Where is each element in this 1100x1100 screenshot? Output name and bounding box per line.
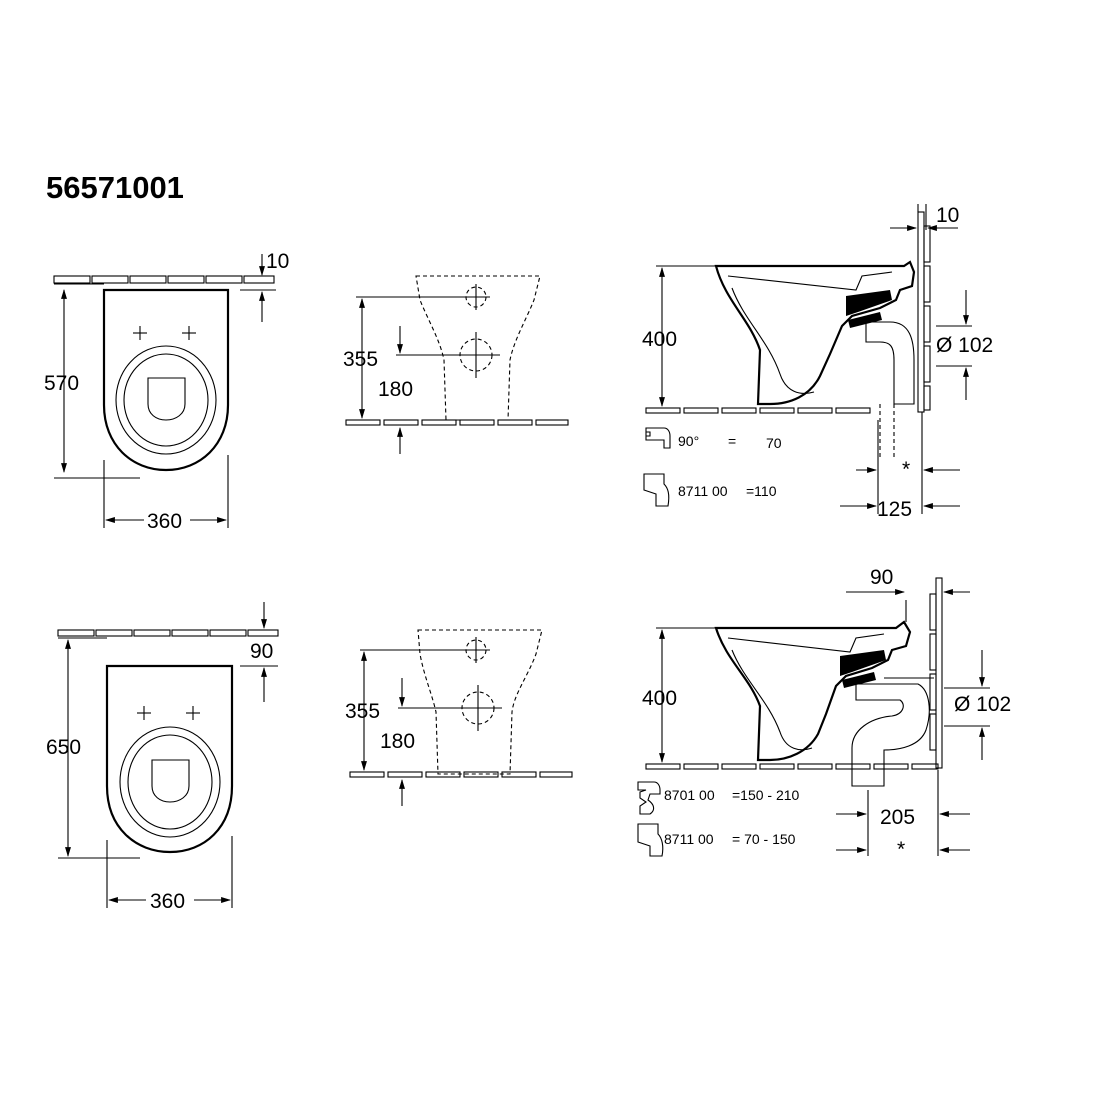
- bottom-bowl-outline: [105, 664, 234, 854]
- top-fitting-1-icon: [645, 427, 671, 449]
- bottom-bowl-opening: [151, 759, 190, 803]
- bottom-side-height-label: 400: [642, 687, 677, 710]
- bottom-fitting-1-code: 8701 00: [664, 787, 715, 803]
- top-bowl-outline: [102, 288, 230, 472]
- top-side-wall: [917, 211, 931, 413]
- bottom-plan-view: 650 360 90: [46, 602, 279, 913]
- bottom-width-label: 360: [150, 890, 185, 913]
- bottom-front-180-label: 180: [380, 730, 415, 753]
- bottom-plan-gap-label: 90: [250, 640, 273, 663]
- top-side-height-label: 400: [642, 328, 677, 351]
- top-fitting-2-icon: [643, 473, 670, 507]
- bottom-side-floor: [645, 763, 939, 770]
- top-side-gap-label: 10: [936, 204, 959, 227]
- top-side-offset-label: 125: [877, 498, 912, 521]
- bottom-fitting-2-code: 8711 00: [664, 831, 714, 847]
- top-side-diameter-label: Ø 102: [936, 334, 993, 357]
- bottom-fitting-1-value: =150 - 210: [732, 787, 800, 803]
- bottom-front-355-label: 355: [345, 700, 380, 723]
- bottom-front-floor: [349, 771, 573, 778]
- top-fitting-2-value: =110: [746, 483, 777, 499]
- bottom-seat-outer: [119, 726, 221, 838]
- top-front-outlet-mark: [452, 332, 500, 378]
- bottom-side-diameter-label: Ø 102: [954, 693, 1011, 716]
- bottom-depth-label: 650: [46, 736, 81, 759]
- top-plan-wall: [53, 275, 275, 284]
- bottom-side-asterisk: *: [897, 838, 905, 861]
- top-fitting-1-angle: 90°: [678, 433, 699, 449]
- top-side-floor: [645, 407, 871, 414]
- top-front-outline: [415, 275, 541, 421]
- bottom-fitting-2-icon: [637, 823, 664, 857]
- bottom-seat-inner: [127, 734, 213, 830]
- bottom-side-outlet-pipe: [851, 683, 930, 787]
- bottom-fixing-holes: [137, 706, 200, 720]
- top-side-asterisk: *: [902, 458, 910, 481]
- bottom-front-inlet-mark: [462, 637, 490, 663]
- bottom-side-view: 400 90 Ø 102 205 * 8701 00 =150 - 210 87…: [637, 566, 1011, 861]
- bottom-side-bowl-outline: [714, 620, 912, 762]
- bottom-side-offset-label: 205: [880, 806, 915, 829]
- top-fitting-1-eq: =: [728, 433, 736, 449]
- top-front-inlet-mark: [462, 284, 490, 310]
- bottom-front-view: 355 180: [345, 629, 573, 806]
- top-fitting-2-code: 8711 00: [678, 483, 728, 499]
- bottom-front-outline: [417, 629, 543, 775]
- bottom-fitting-2-value: = 70 - 150: [732, 831, 796, 847]
- model-number: 56571001: [46, 170, 184, 205]
- top-seat-outer: [115, 345, 217, 455]
- bottom-fitting-1-icon: [637, 781, 661, 815]
- top-plan-gap-label: 10: [266, 250, 289, 273]
- bottom-side-gap-label: 90: [870, 566, 893, 589]
- top-side-view: 400 10 Ø 102 * 125 90° = 70 8711 00 =110: [642, 204, 993, 521]
- top-fitting-1-value: 70: [766, 435, 782, 451]
- bottom-plan-wall: [57, 629, 279, 637]
- top-front-view: 355 180: [343, 275, 569, 454]
- top-bowl-opening: [147, 377, 186, 421]
- top-side-outlet-pipe: [865, 321, 915, 405]
- top-front-180-label: 180: [378, 378, 413, 401]
- bottom-front-outlet-mark: [454, 685, 502, 731]
- bottom-side-wall: [929, 577, 943, 769]
- top-side-bowl-outline: [714, 260, 916, 406]
- bottom-side-trap-hatch: [840, 650, 886, 688]
- top-fixing-holes: [133, 326, 196, 340]
- top-front-floor: [345, 419, 569, 426]
- top-front-355-label: 355: [343, 348, 378, 371]
- top-seat-inner: [123, 353, 209, 447]
- top-plan-view: 570 360 10: [44, 250, 289, 533]
- top-width-label: 360: [147, 510, 182, 533]
- top-depth-label: 570: [44, 372, 79, 395]
- top-side-trap-hatch: [846, 290, 892, 328]
